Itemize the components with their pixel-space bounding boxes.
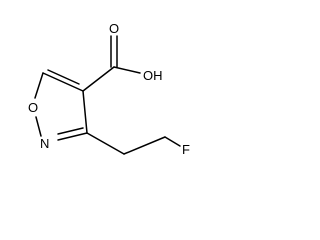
molecule-structure: O OH O N F	[28, 21, 190, 157]
structure-canvas: O OH O N F	[0, 0, 216, 176]
bond-c4-carboxyl	[82, 66, 115, 92]
bond-o1-n2	[35, 116, 42, 137]
ring-nitrogen-label: N	[40, 136, 49, 151]
ring-oxygen-label: O	[28, 100, 38, 115]
bond-carboxyl-oh	[113, 66, 141, 74]
bond-c4-c5-double	[47, 69, 80, 85]
bond-c5-o1	[34, 72, 44, 99]
bond-c3-c4	[82, 90, 88, 134]
bond-n2-c3-double	[57, 127, 84, 135]
fluorine-label: F	[182, 142, 190, 157]
bond-ch2-ch2	[123, 136, 166, 155]
carbonyl-oxygen-label: O	[109, 21, 119, 36]
isoxazole-ring	[34, 69, 88, 141]
bond-n2-c3	[57, 132, 88, 141]
hydroxyl-label: OH	[143, 68, 163, 83]
bond-c4-c5	[42, 72, 84, 92]
bond-ch2-f	[164, 136, 181, 147]
carboxylic-acid-group	[82, 35, 141, 92]
bond-c3-ch2	[86, 132, 125, 155]
fluoroethyl-chain	[86, 132, 181, 155]
